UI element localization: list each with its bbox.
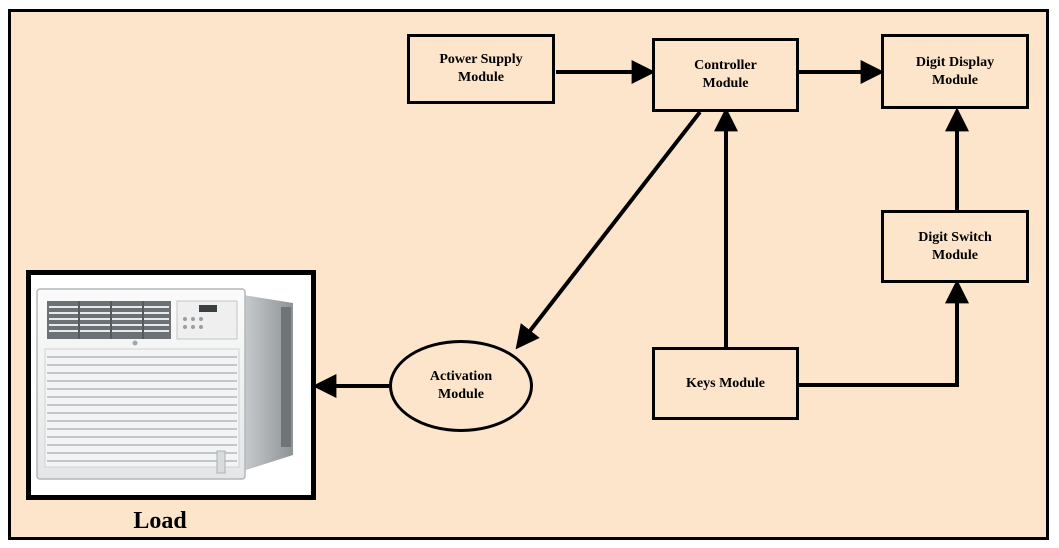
power-supply-module-label: Power Supply Module: [439, 52, 523, 85]
digit-display-module: Digit Display Module: [881, 34, 1029, 109]
keys-module: Keys Module: [652, 347, 799, 420]
load-image-frame: [26, 270, 316, 500]
controller-module: Controller Module: [652, 38, 799, 112]
controller-module-label: Controller Module: [694, 58, 757, 91]
digit-switch-module: Digit Switch Module: [881, 210, 1029, 283]
digit-display-module-label: Digit Display Module: [915, 54, 995, 88]
keys-module-label: Keys Module: [686, 375, 765, 391]
activation-module-label: Activation Module: [429, 369, 493, 402]
load-label: Load: [133, 508, 187, 534]
arrow-controller-to-activation: [515, 110, 702, 350]
power-supply-module: Power Supply Module: [407, 34, 555, 104]
arrow-keys-to-switch: [799, 279, 969, 387]
air-conditioner-icon: [31, 275, 311, 495]
digit-switch-module-label: Digit Switch Module: [918, 229, 992, 263]
activation-module: Activation Module: [389, 340, 533, 432]
